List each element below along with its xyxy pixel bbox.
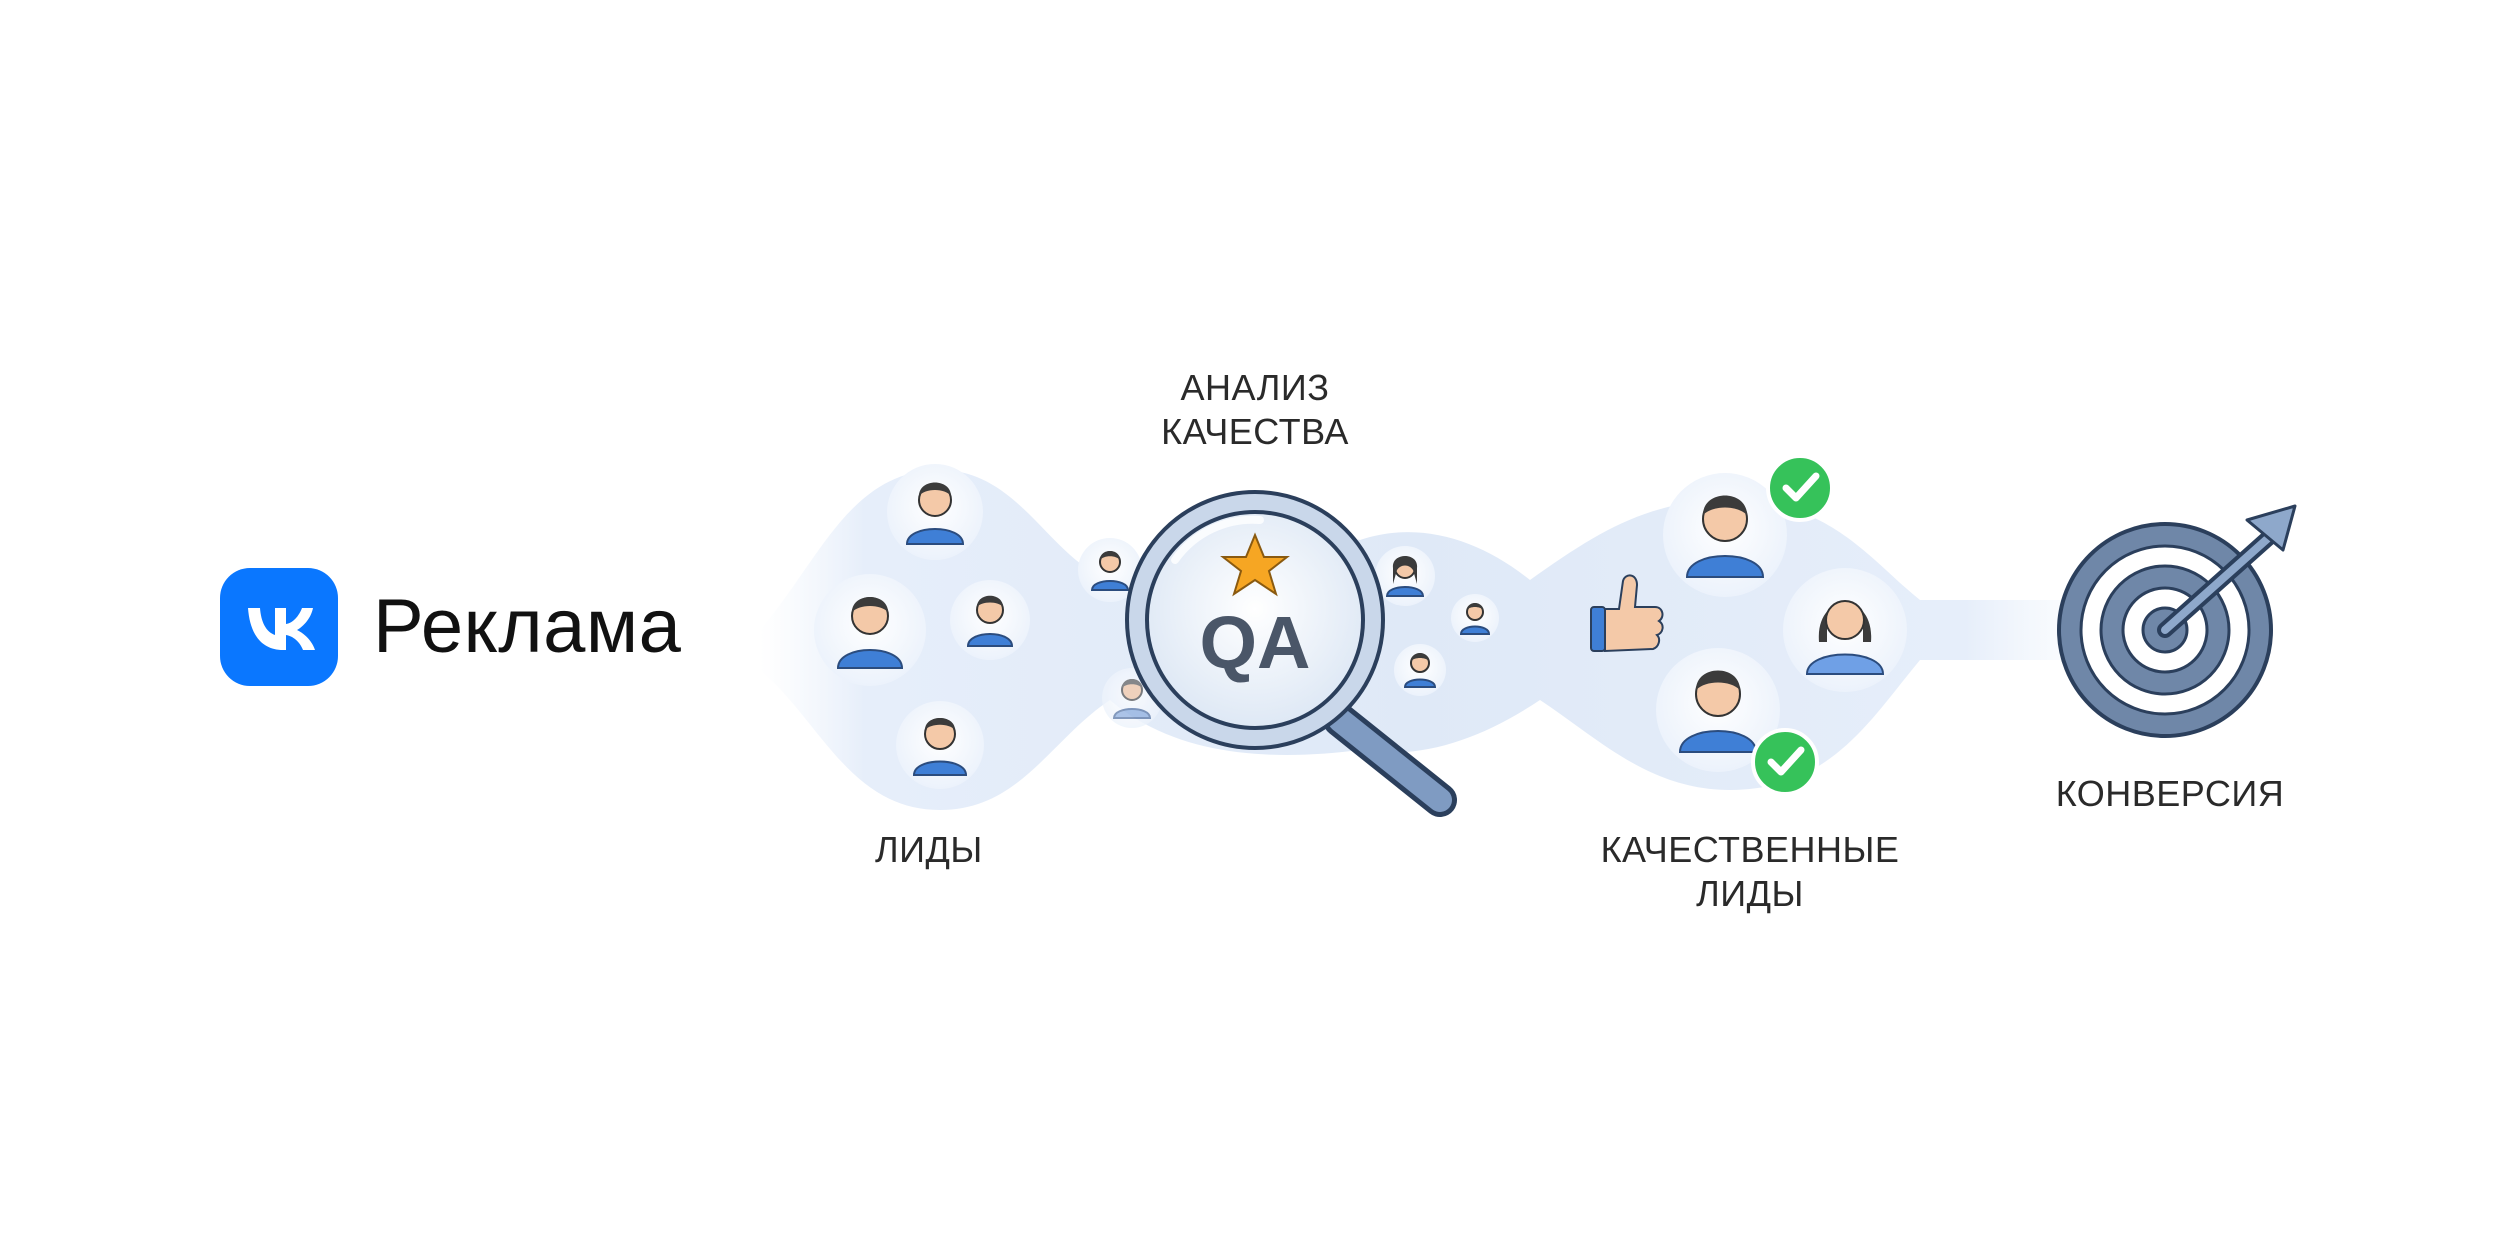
qa-lens-text: QA xyxy=(1200,601,1311,684)
person-icon xyxy=(1451,594,1499,642)
stage-label-conversion: КОНВЕРСИЯ xyxy=(2055,773,2285,814)
magnifier-icon xyxy=(1125,490,1457,817)
person-icon xyxy=(1375,546,1435,606)
stage-label-leads: ЛИДЫ xyxy=(875,829,983,870)
person-icon xyxy=(1656,648,1780,772)
stage-label-quality-leads: КАЧЕСТВЕННЫЕ ЛИДЫ xyxy=(1595,828,1905,916)
thumbs-up-icon xyxy=(1590,574,1664,653)
person-icon xyxy=(814,574,926,686)
brand-name: Реклама xyxy=(373,584,682,669)
target-arrow-icon xyxy=(2057,504,2297,738)
person-icon xyxy=(1783,568,1907,692)
stage-label-quality-line1: КАЧЕСТВЕННЫЕ xyxy=(1600,829,1900,870)
person-icon xyxy=(896,701,984,789)
person-icon xyxy=(950,580,1030,660)
person-icon xyxy=(887,464,983,560)
vk-logo-icon xyxy=(220,568,338,686)
person-icon xyxy=(1394,644,1446,696)
stage-label-qa-line1: АНАЛИЗ xyxy=(1180,367,1330,408)
person-icon xyxy=(1663,473,1787,597)
check-badge-icon xyxy=(1751,728,1819,796)
check-badge-icon xyxy=(1766,454,1834,522)
stage-label-quality-line2: ЛИДЫ xyxy=(1696,873,1804,914)
person-icon xyxy=(1078,538,1142,602)
stage-label-qa-line2: КАЧЕСТВА xyxy=(1161,411,1349,452)
stage-label-qa: АНАЛИЗ КАЧЕСТВА xyxy=(1155,366,1355,454)
star-icon xyxy=(1220,532,1290,597)
